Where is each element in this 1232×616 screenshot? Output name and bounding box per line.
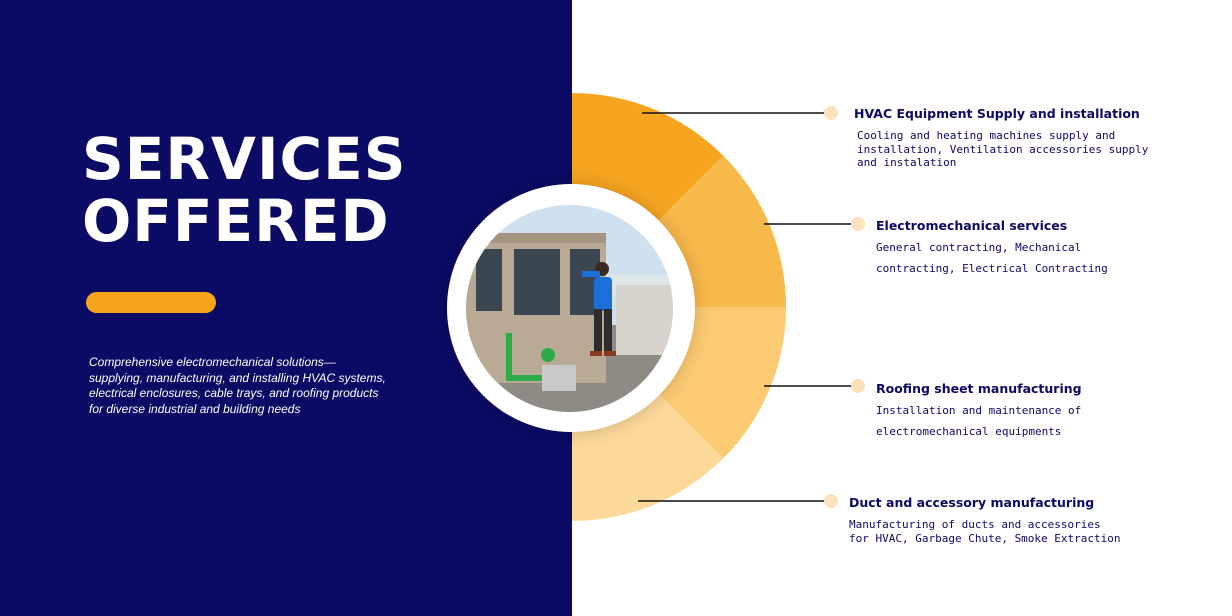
service-title-electromechanical: Electromechanical services <box>876 218 1068 233</box>
service-electromechanical: Electromechanical services General contr… <box>876 218 1108 279</box>
service-desc-electromechanical: General contracting, Mechanical contract… <box>876 241 1108 275</box>
page-title-line-2: OFFERED <box>82 187 390 255</box>
service-desc-roofing: Installation and maintenance of electrom… <box>876 404 1082 438</box>
service-title-duct: Duct and accessory manufacturing <box>849 495 1095 510</box>
connectors <box>638 106 865 508</box>
accent-bar <box>86 292 216 313</box>
service-roofing: Roofing sheet manufacturing Installation… <box>876 381 1082 442</box>
connector-dot-2 <box>851 217 865 231</box>
service-desc-duct: Manufacturing of ducts and accessories f… <box>849 518 1121 545</box>
service-title-roofing: Roofing sheet manufacturing <box>876 381 1082 396</box>
connector-dot-4 <box>824 494 838 508</box>
photo-illustration <box>466 205 673 412</box>
page-title-line-1: SERVICES <box>82 125 407 193</box>
service-title-hvac: HVAC Equipment Supply and installation <box>854 106 1140 121</box>
connector-dot-3 <box>851 379 865 393</box>
hvac-technician-photo <box>466 205 673 412</box>
service-desc-hvac: Cooling and heating machines supply and … <box>857 129 1149 169</box>
hero-description: Comprehensive electromechanical solution… <box>89 355 386 416</box>
service-hvac: HVAC Equipment Supply and installation C… <box>854 106 1148 170</box>
service-duct: Duct and accessory manufacturing Manufac… <box>849 495 1121 545</box>
connector-dot-1 <box>824 106 838 120</box>
page-title: SERVICES OFFERED <box>82 128 406 252</box>
